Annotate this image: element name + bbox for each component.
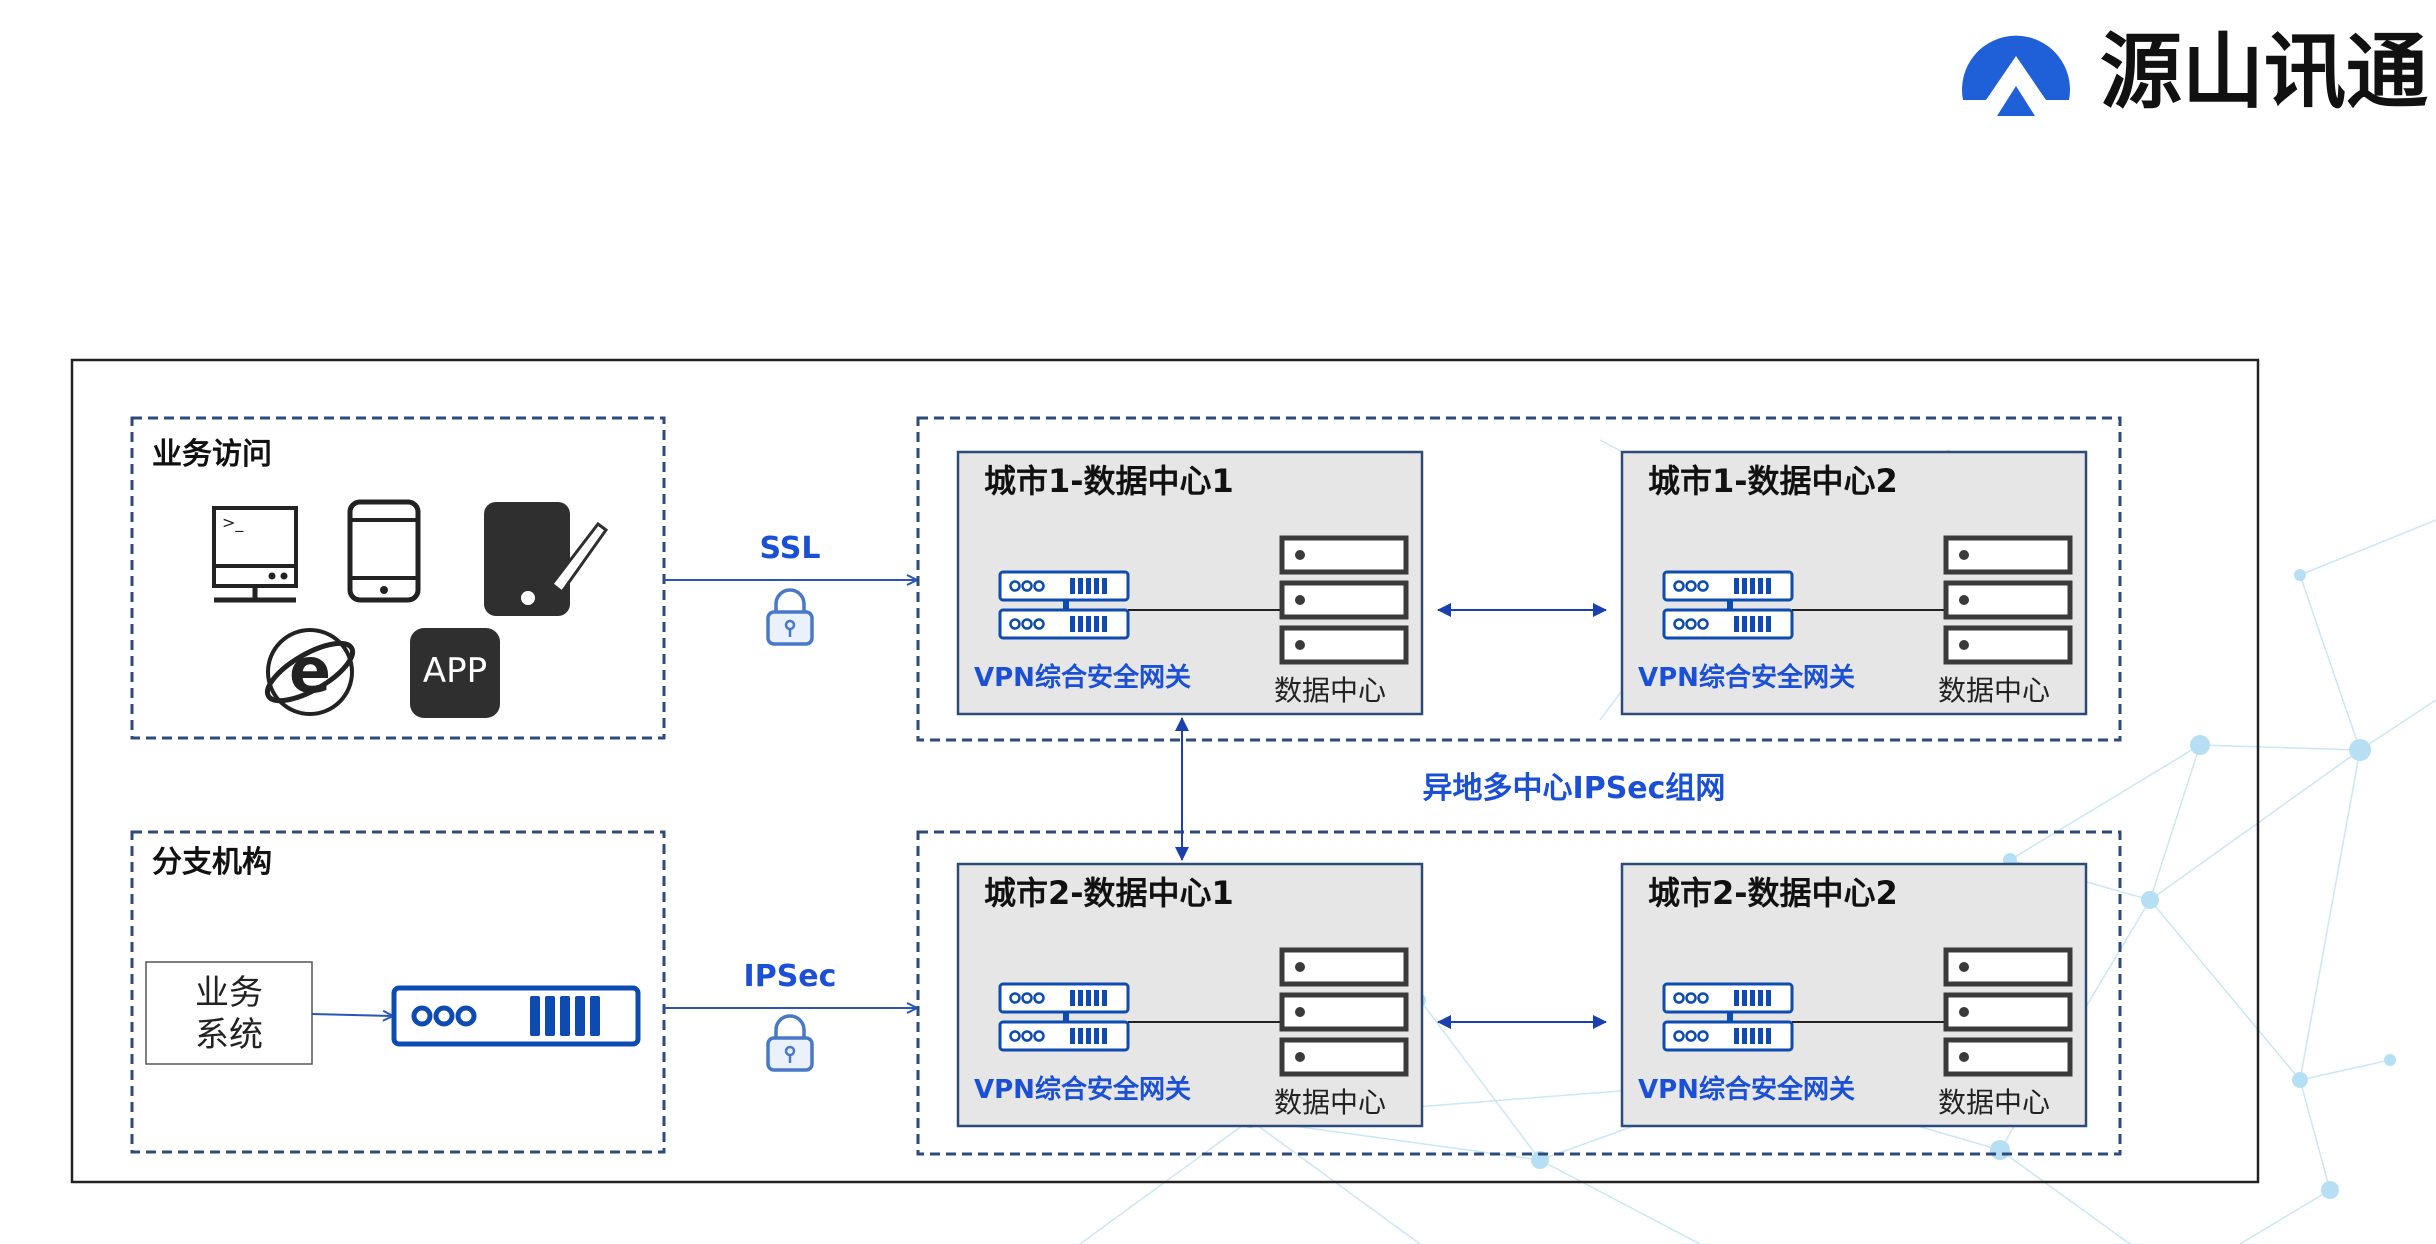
logo-brand-name: 源山讯通 [2100, 25, 2428, 120]
city1-region [916, 416, 2122, 742]
logo-mark-icon [1962, 35, 2070, 100]
outer-frame [70, 358, 2260, 1184]
ssl-lock-icon [766, 588, 814, 646]
vpn-gateway-label: VPN综合安全网关 [1638, 1074, 1855, 1105]
vpn-gateway-label: VPN综合安全网关 [974, 662, 1191, 693]
app-icon: APP [410, 628, 500, 718]
brand-logo: 源山讯通 [1962, 25, 2428, 120]
multi-center-ipsec-label: 异地多中心IPSec组网 [1423, 771, 1726, 806]
group-business-access-title: 业务访问 [152, 437, 272, 472]
datacenter-card: 城市1-数据中心1 VPN综合安全网关 数据中心 [956, 450, 1424, 716]
group-business-access: 业务访问 >_ e [130, 416, 666, 740]
business-system-line1: 业务 [195, 973, 263, 1013]
datacenter-label: 数据中心 [1938, 1086, 2050, 1119]
browser-icon: e [264, 628, 356, 716]
city2-region [916, 830, 2122, 1156]
datacenter-label: 数据中心 [1938, 674, 2050, 707]
link-ssl: SSL [664, 531, 916, 646]
desktop-computer-icon: >_ [212, 506, 298, 603]
server-stack-icon [1282, 538, 1406, 662]
datacenter-card: 城市2-数据中心1 VPN综合安全网关 数据中心 [956, 862, 1424, 1128]
business-system-line2: 系统 [195, 1015, 263, 1055]
link-ssl-label: SSL [760, 531, 821, 566]
group-branch-title: 分支机构 [152, 845, 272, 880]
datacenter-title: 城市2-数据中心2 [1648, 874, 1898, 912]
datacenter-label: 数据中心 [1274, 674, 1386, 707]
server-stack-icon [1946, 538, 2070, 662]
datacenter-card: 城市2-数据中心2 VPN综合安全网关 数据中心 [1620, 862, 2088, 1128]
business-system-box [145, 961, 313, 1065]
datacenter-title: 城市1-数据中心2 [1648, 462, 1898, 500]
svg-text:>_: >_ [222, 513, 244, 533]
logo-mark-triangle-icon [1997, 86, 2035, 116]
branch-vpn-device-icon [391, 985, 641, 1047]
tablet-icon [347, 499, 421, 603]
link-ipsec-label: IPSec [744, 959, 837, 994]
ipsec-lock-icon [766, 1014, 814, 1072]
vpn-gateway-label: VPN综合安全网关 [1638, 662, 1855, 693]
server-stack-icon [1282, 950, 1406, 1074]
group-branch: 分支机构 业务 系统 [130, 830, 666, 1154]
app-icon-label: APP [423, 651, 487, 691]
server-stack-icon [1946, 950, 2070, 1074]
handwriting-tablet-icon [484, 502, 609, 616]
vpn-gateway-label: VPN综合安全网关 [974, 1074, 1191, 1105]
datacenter-label: 数据中心 [1274, 1086, 1386, 1119]
datacenter-title: 城市2-数据中心1 [984, 874, 1234, 912]
datacenter-title: 城市1-数据中心1 [984, 462, 1234, 500]
link-ipsec: IPSec [664, 959, 916, 1072]
datacenter-card: 城市1-数据中心2 VPN综合安全网关 数据中心 [1620, 450, 2088, 716]
